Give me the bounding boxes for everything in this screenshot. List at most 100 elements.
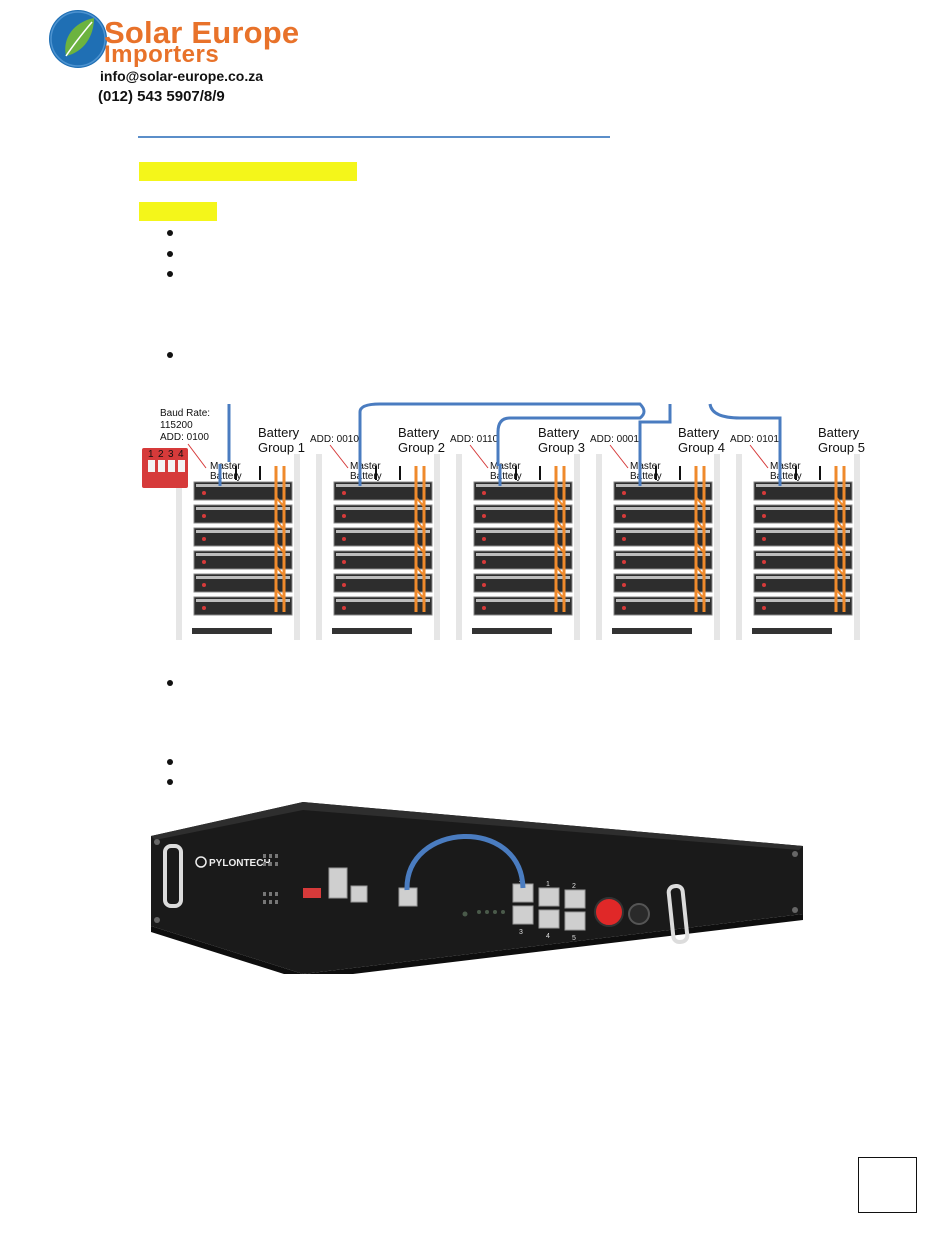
battery-group-label: Group 4 <box>678 440 725 455</box>
power-cable <box>834 466 846 612</box>
module-top-strip <box>756 530 850 533</box>
module-top-strip <box>756 484 850 487</box>
power-jumper <box>555 496 565 600</box>
pylontech-hub-image: PYLONTECH 2 1 2 3 4 5 <box>151 802 803 974</box>
module-led <box>482 514 486 518</box>
master-battery-label: Battery <box>210 471 242 482</box>
cabinet-post <box>456 454 462 640</box>
bullet-marker <box>167 230 173 236</box>
module-top-strip <box>756 507 850 510</box>
port-number: 3 <box>519 929 523 936</box>
module-led <box>202 491 206 495</box>
module-top-strip <box>336 530 430 533</box>
cabinet-post <box>176 454 182 640</box>
battery-group-label: Battery <box>258 425 300 440</box>
bullet-marker <box>167 759 173 765</box>
module-top-strip <box>616 599 710 602</box>
module-top-strip <box>476 530 570 533</box>
baud-rate-label: Baud Rate: <box>160 408 210 419</box>
module-led <box>482 491 486 495</box>
dip-switch: 1 2 3 4 <box>142 448 188 488</box>
group-address-label: ADD: 0110 <box>450 434 499 445</box>
module-led <box>342 560 346 564</box>
bullet-marker <box>167 271 173 277</box>
battery-group-label: Battery <box>678 425 720 440</box>
dip-number: 3 <box>168 449 174 460</box>
battery-group-label: Battery <box>818 425 860 440</box>
battery-group-label: Group 3 <box>538 440 585 455</box>
module-top-strip <box>756 599 850 602</box>
master-battery-label: Battery <box>630 471 662 482</box>
module-led <box>482 537 486 541</box>
port-number: 5 <box>572 935 576 942</box>
module-top-strip <box>756 553 850 556</box>
cabinet-post <box>316 454 322 640</box>
module-led <box>342 514 346 518</box>
port-number: 2 <box>572 883 576 890</box>
battery-group-label: Group 1 <box>258 440 305 455</box>
master-battery-label: Master <box>350 461 381 472</box>
cabinet-post <box>294 454 300 640</box>
dip-number: 1 <box>148 449 154 460</box>
module-top-strip <box>476 507 570 510</box>
cabinet-post <box>574 454 580 640</box>
module-led <box>622 537 626 541</box>
group-address-label: ADD: 0101 <box>730 434 779 445</box>
master-battery-label: Master <box>490 461 521 472</box>
contact-phone: (012) 543 5907/8/9 <box>98 88 225 105</box>
module-top-strip <box>616 507 710 510</box>
battery-group-label: Battery <box>398 425 440 440</box>
group-address-label: ADD: 0010 <box>310 434 359 445</box>
module-led <box>482 583 486 587</box>
cabinet-base <box>192 628 272 634</box>
master-battery-label: Master <box>770 461 801 472</box>
address-pointer <box>469 444 489 469</box>
battery-group-label: Battery <box>538 425 580 440</box>
address-pointer <box>749 444 769 469</box>
module-top-strip <box>196 507 290 510</box>
power-cable <box>694 466 706 612</box>
module-top-strip <box>196 484 290 487</box>
dip-number: 4 <box>178 449 184 460</box>
module-led <box>482 606 486 610</box>
module-top-strip <box>196 553 290 556</box>
power-jumper <box>835 496 845 600</box>
master-battery-label: Master <box>630 461 661 472</box>
baud-rate-value: 115200 <box>160 420 193 431</box>
page-number-box <box>858 1157 917 1213</box>
address-pointer <box>329 444 349 469</box>
module-top-strip <box>476 599 570 602</box>
bullet-marker <box>167 251 173 257</box>
module-led <box>622 491 626 495</box>
cabinet-base <box>752 628 832 634</box>
highlight-heading <box>139 162 357 181</box>
cabinet-post <box>714 454 720 640</box>
cabinet-post <box>434 454 440 640</box>
master-battery-label: Battery <box>350 471 382 482</box>
power-jumper <box>695 496 705 600</box>
bullet-marker <box>167 680 173 686</box>
module-led <box>342 583 346 587</box>
module-top-strip <box>336 553 430 556</box>
module-top-strip <box>196 599 290 602</box>
group-address-label: ADD: 0001 <box>590 434 639 445</box>
module-led <box>762 537 766 541</box>
contact-email[interactable]: info@solar-europe.co.za <box>100 68 264 84</box>
module-top-strip <box>756 576 850 579</box>
module-top-strip <box>336 484 430 487</box>
module-top-strip <box>476 553 570 556</box>
module-top-strip <box>336 507 430 510</box>
module-top-strip <box>616 484 710 487</box>
module-led <box>202 514 206 518</box>
brand-subname: Importers <box>104 41 220 68</box>
module-top-strip <box>616 553 710 556</box>
cabinet-base <box>332 628 412 634</box>
module-led <box>342 491 346 495</box>
cabinet-post <box>736 454 742 640</box>
